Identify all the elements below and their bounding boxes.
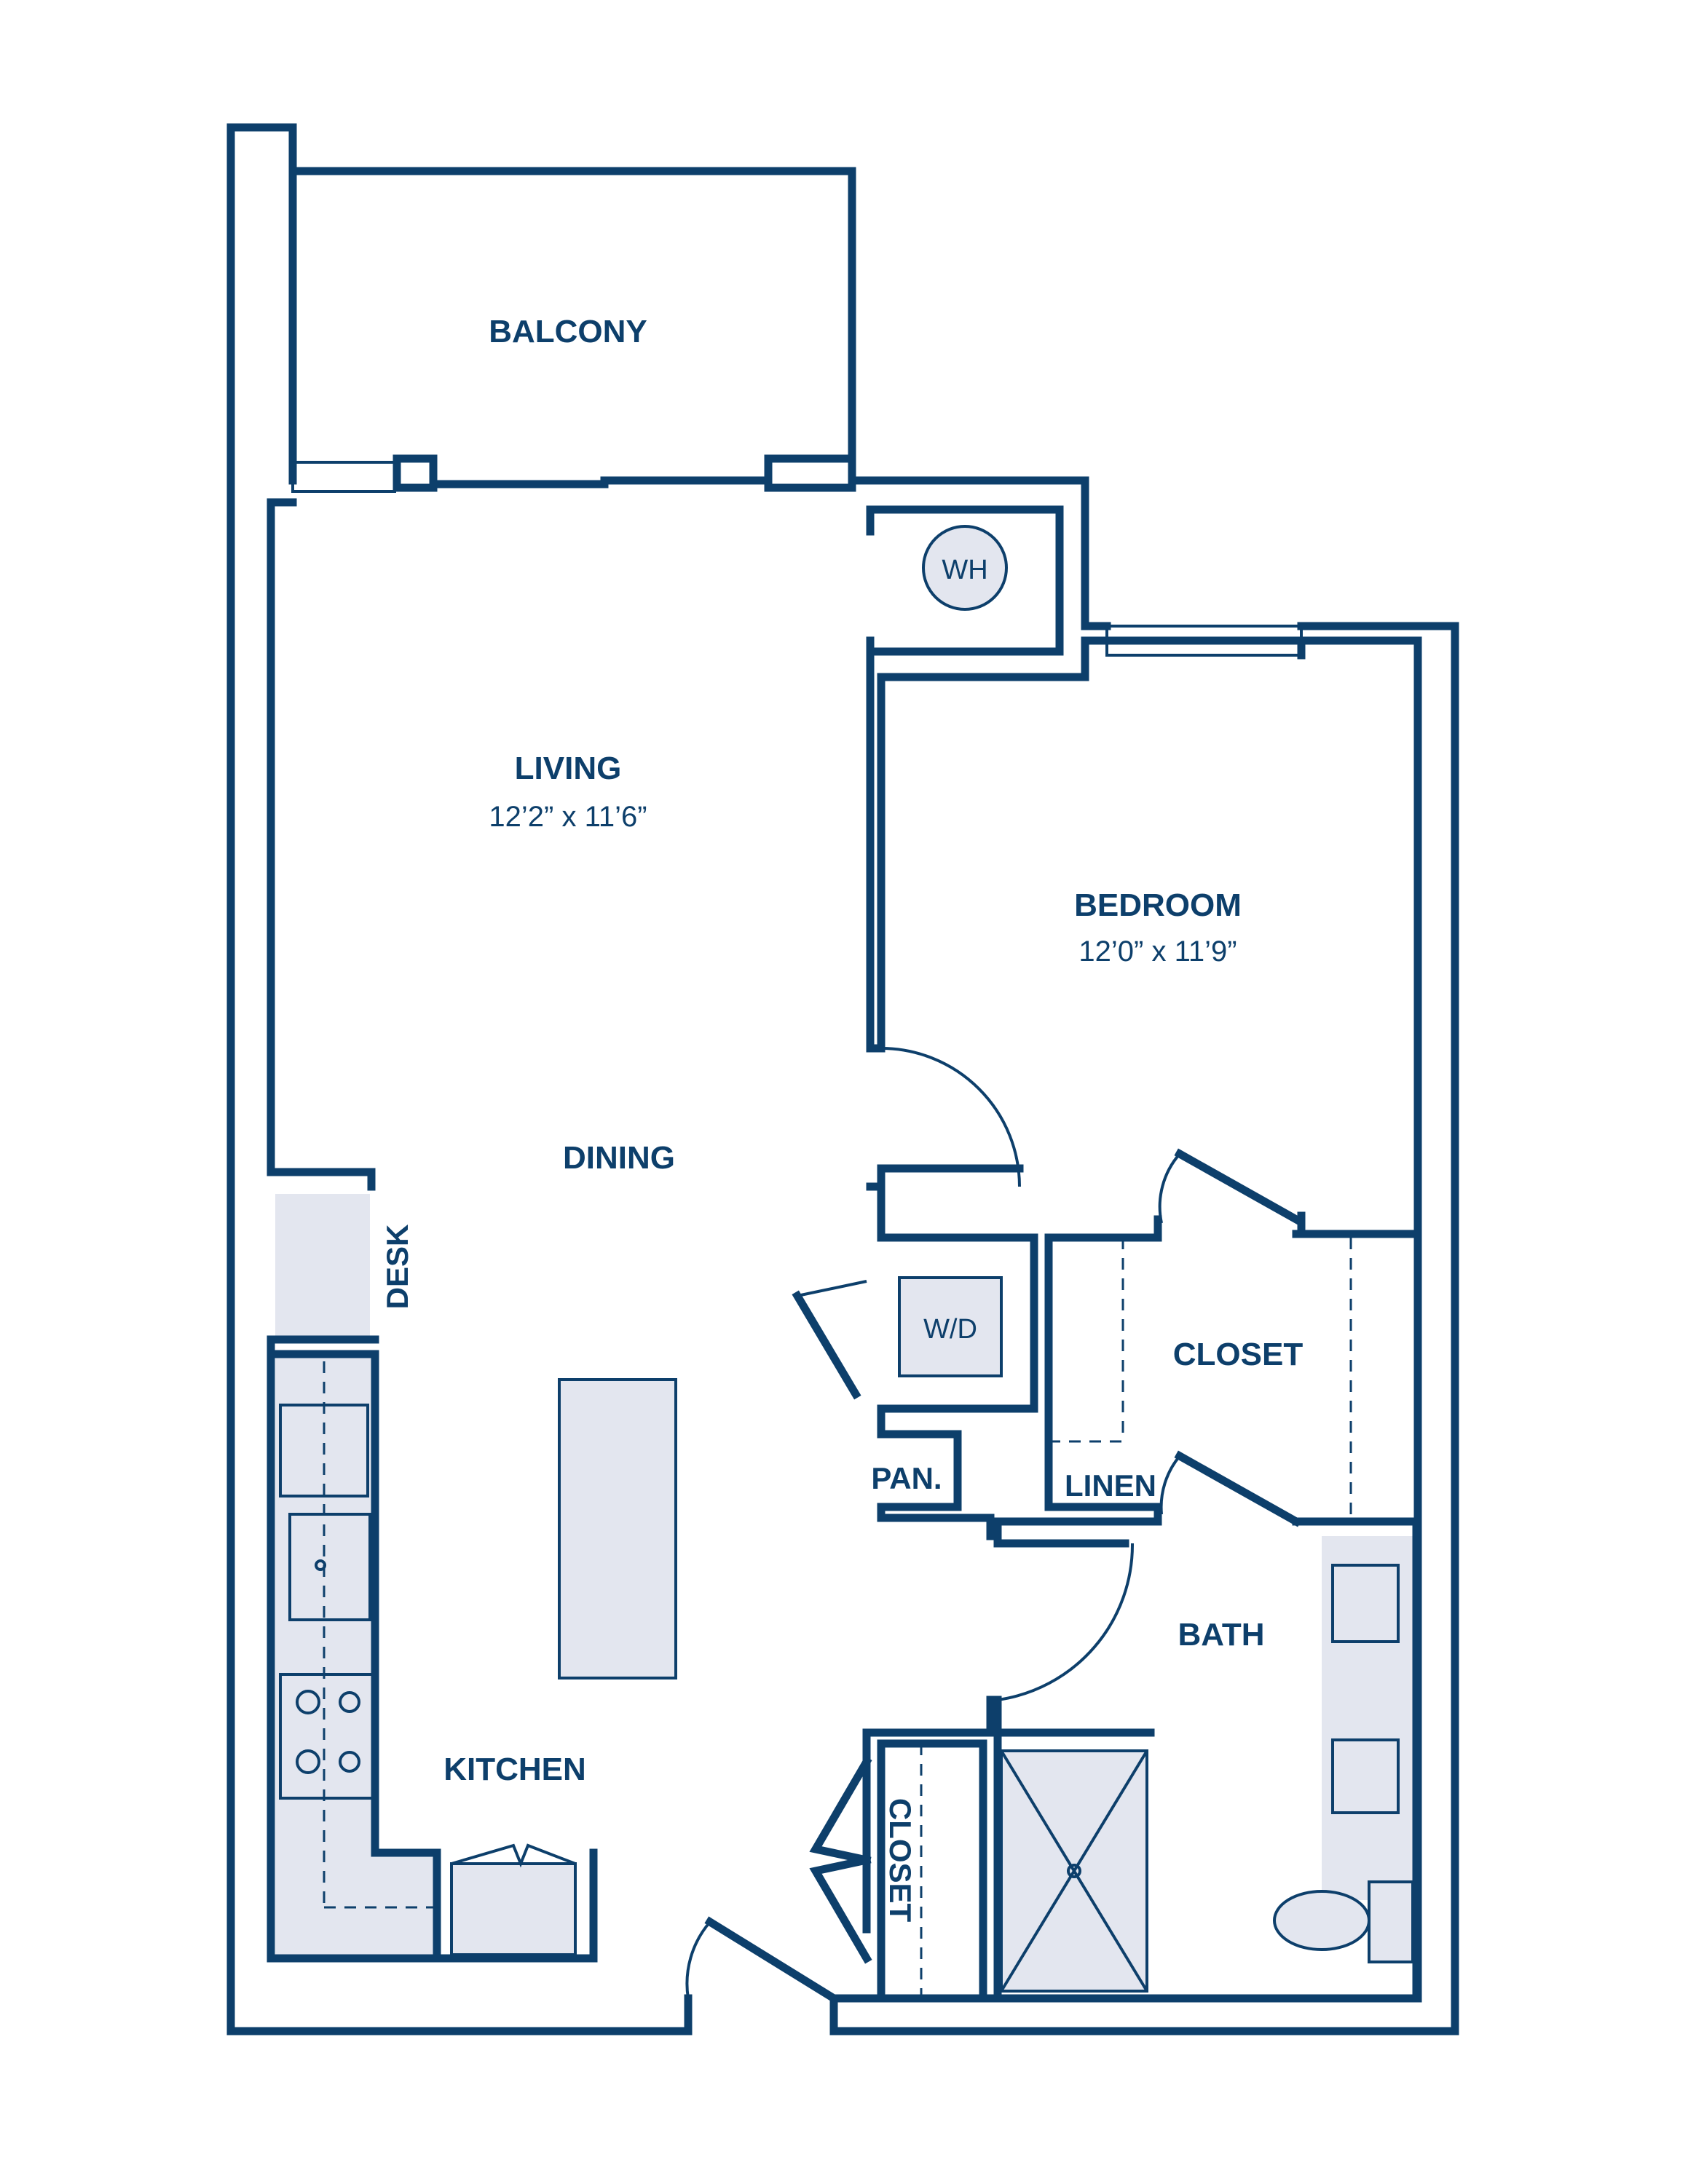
closet-block	[792, 1148, 1422, 1548]
room-label-bath: BATH	[1178, 1617, 1265, 1653]
kitchen-island	[558, 1378, 677, 1679]
room-label-bedroom: BEDROOM	[1074, 887, 1242, 923]
bath-door	[997, 1543, 1135, 1701]
room-label-closet-main: CLOSET	[1173, 1337, 1304, 1372]
appliance-label-wh: WH	[942, 555, 987, 585]
entry-door	[685, 1916, 840, 2004]
appliance-label-wd: W/D	[923, 1314, 977, 1345]
room-label-desk: DESK	[380, 1224, 414, 1310]
bedroom-door	[880, 1047, 1021, 1187]
entry-closet	[809, 1696, 1155, 2003]
outer-walls	[226, 123, 1459, 2035]
room-label-dining: DINING	[563, 1140, 675, 1176]
room-label-living: LIVING	[515, 751, 622, 786]
bath-fixtures	[993, 1524, 1421, 2003]
water-heater-icon	[922, 525, 1008, 611]
desk	[267, 1168, 379, 1344]
room-dim-living: 12’2” x 11’6”	[489, 801, 647, 833]
kitchen	[267, 1342, 598, 1963]
room-dim-bedroom: 12’0” x 11’9”	[1078, 935, 1237, 968]
balcony-slider	[291, 454, 856, 493]
room-label-closet-entry: CLOSET	[883, 1798, 918, 1923]
wh-closet	[866, 505, 1064, 656]
washer-dryer-icon	[898, 1276, 1003, 1377]
room-label-kitchen: KITCHEN	[443, 1752, 586, 1787]
room-label-balcony: BALCONY	[489, 314, 647, 349]
room-label-linen: LINEN	[1065, 1468, 1156, 1503]
room-label-pantry: PAN.	[871, 1461, 942, 1495]
